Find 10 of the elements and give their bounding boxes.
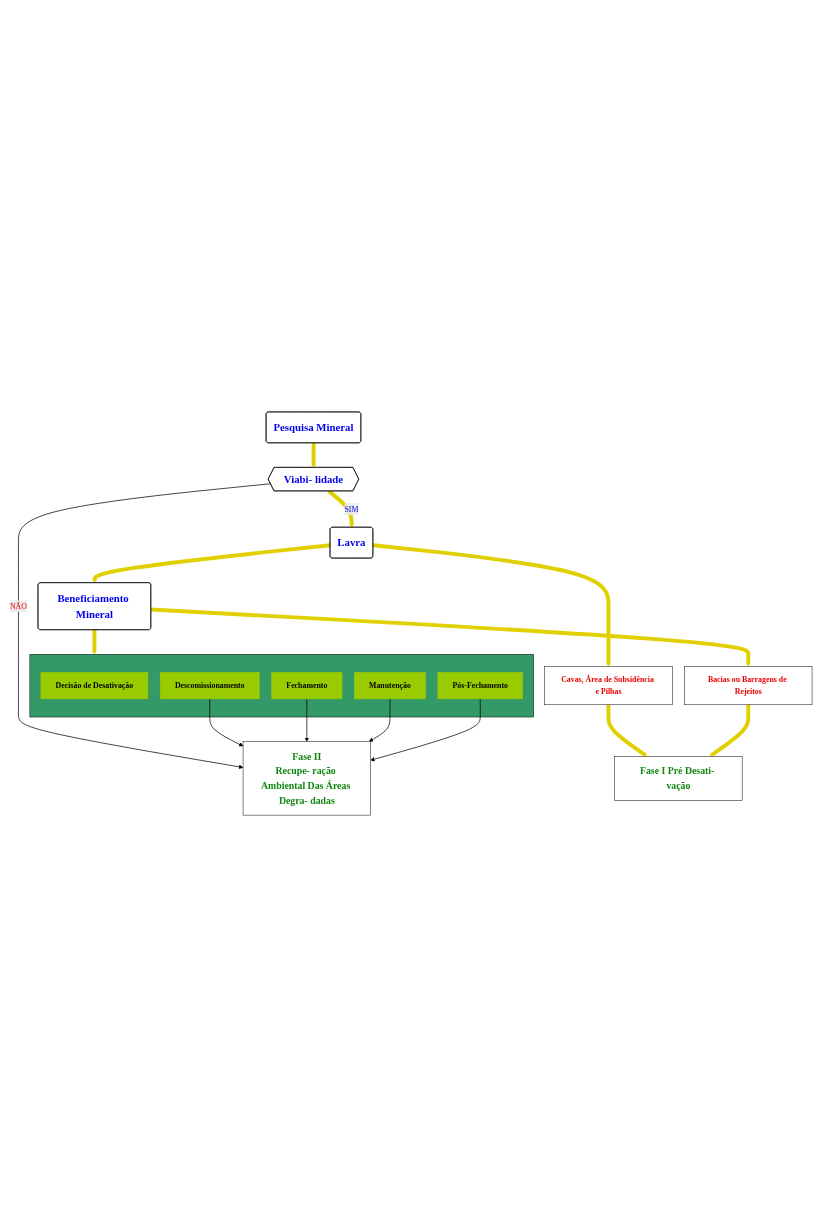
arrow: [92, 543, 331, 584]
cluster: [29, 653, 534, 718]
arrow: [311, 443, 316, 468]
arrow: [150, 607, 751, 667]
arrow: [372, 543, 611, 667]
arrow: [709, 704, 751, 757]
arrow: [92, 629, 97, 655]
arrow: [606, 704, 648, 757]
node-box: Fase II Recupe- ração Ambiental Das Áreas Degra- dadas: [242, 741, 371, 816]
node-box: Fase I Pré Desati- vação: [614, 756, 743, 801]
